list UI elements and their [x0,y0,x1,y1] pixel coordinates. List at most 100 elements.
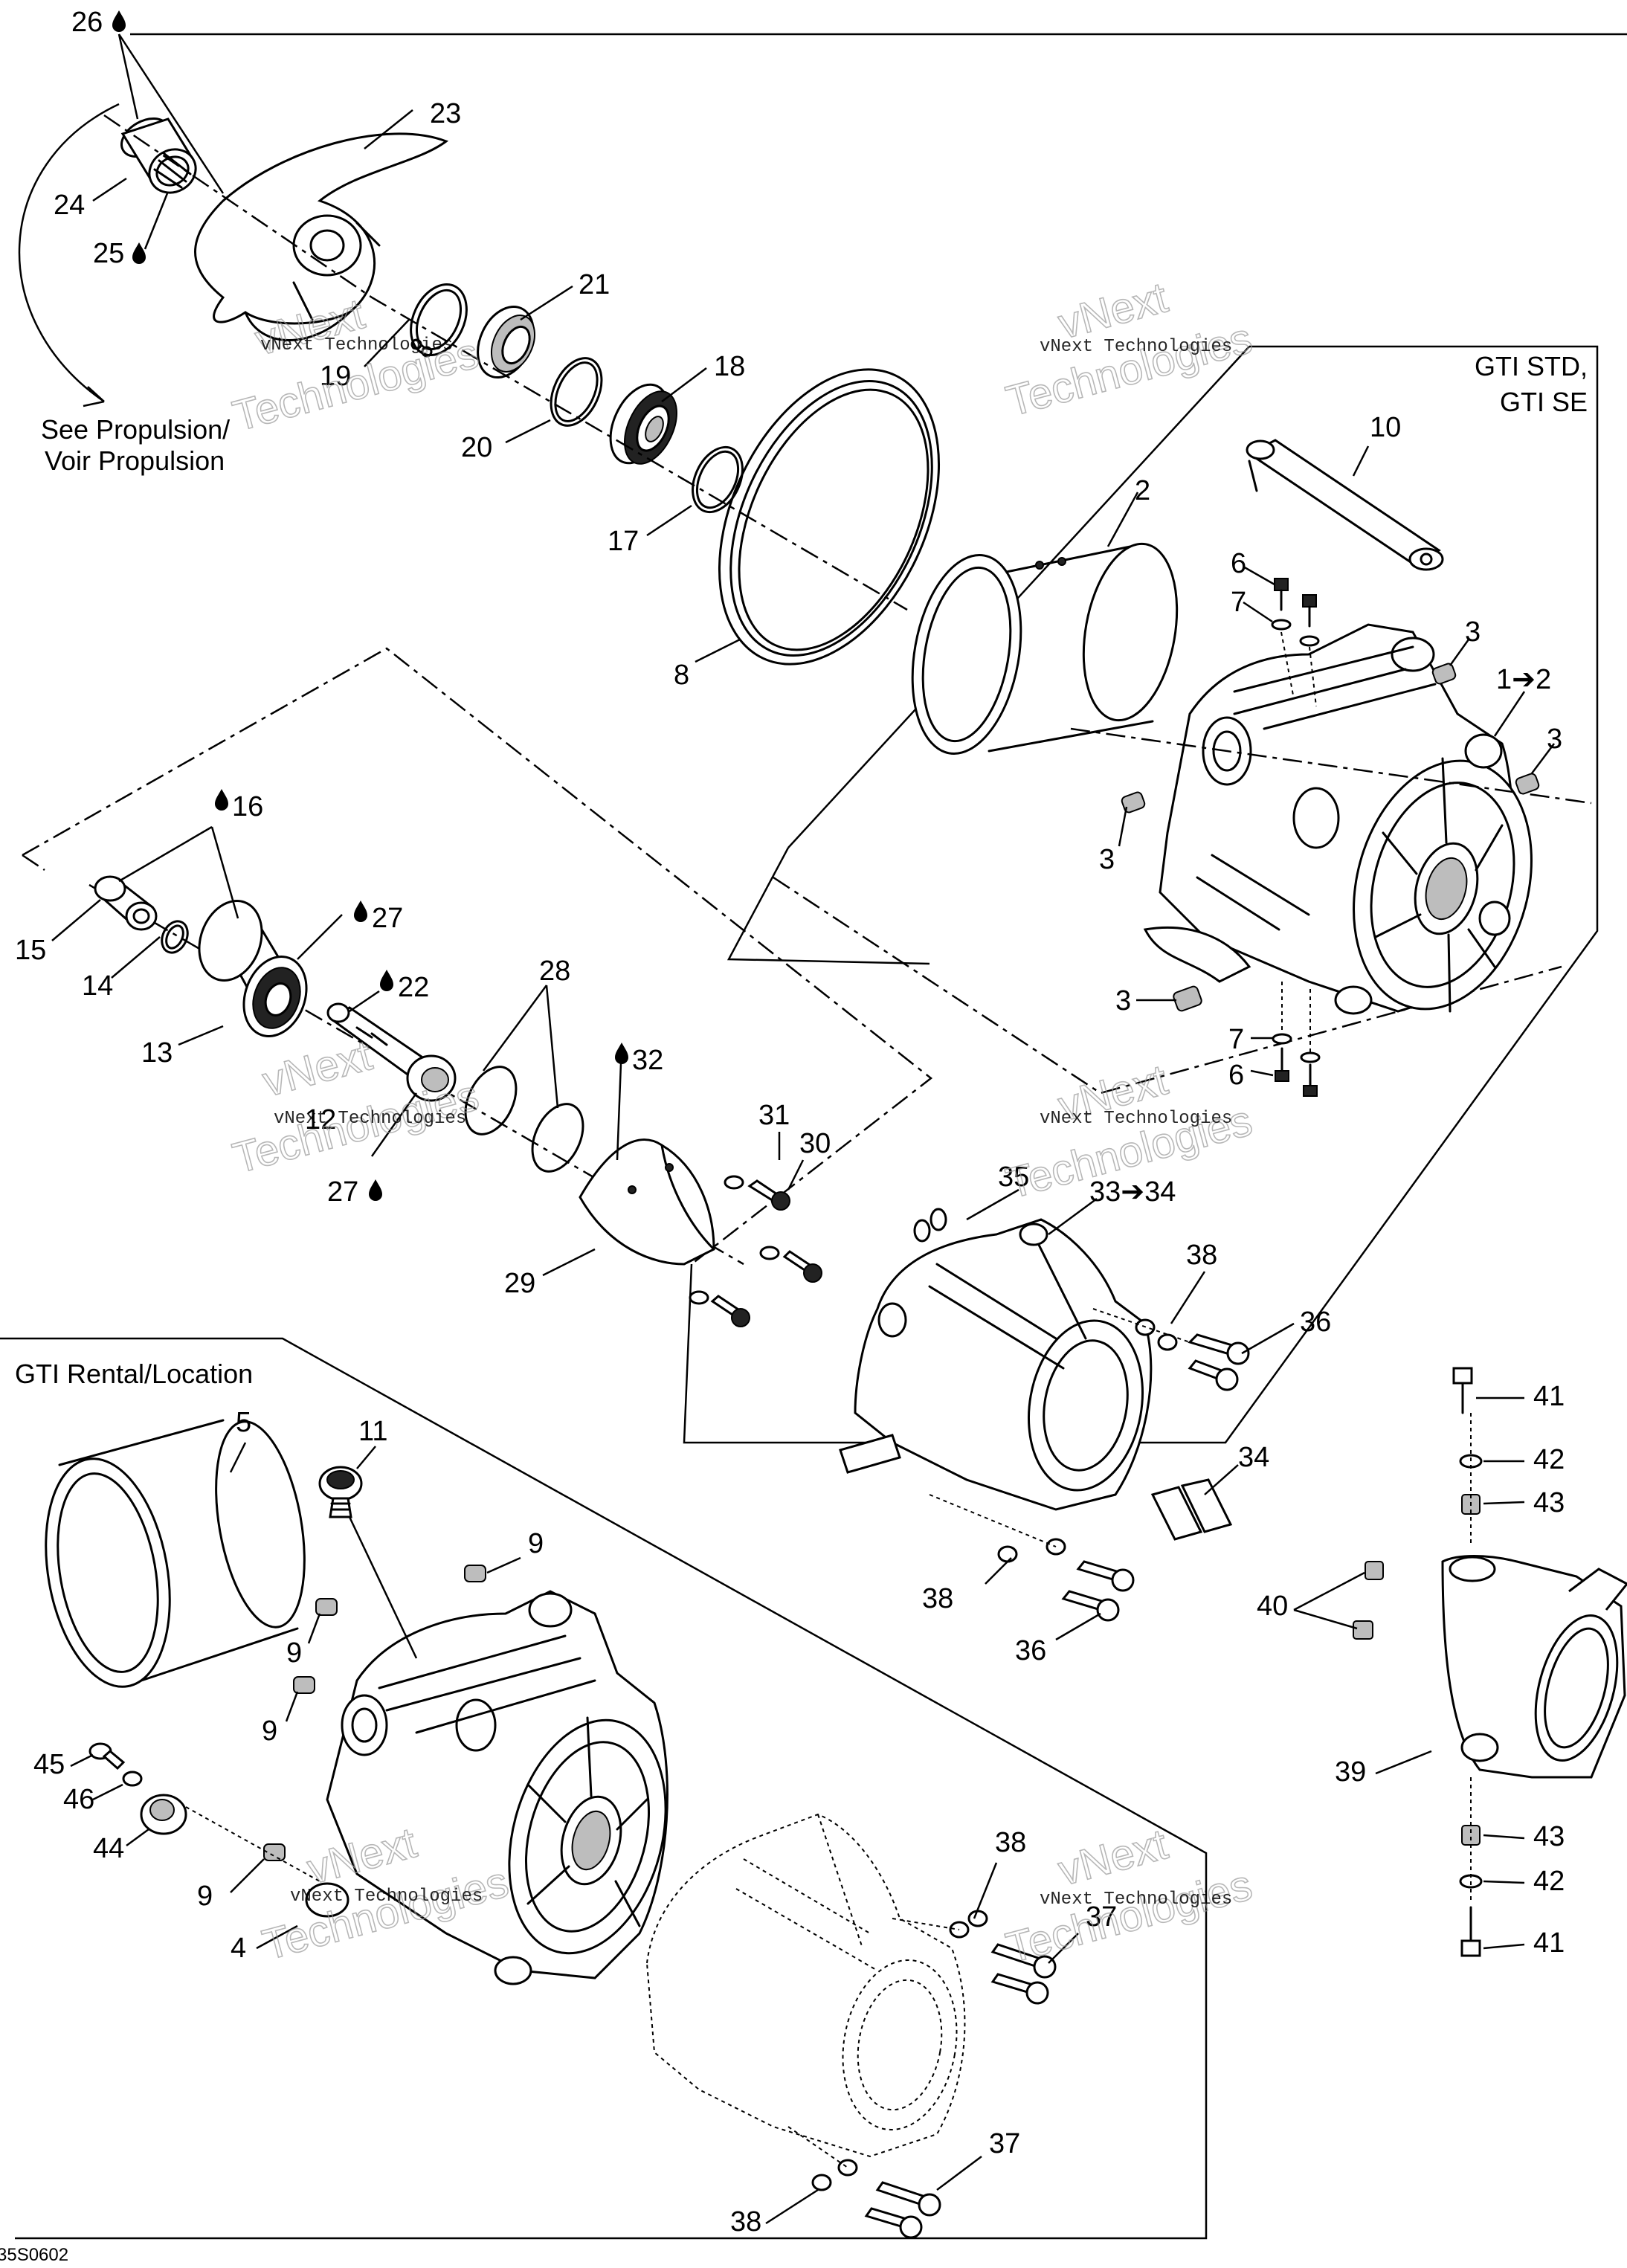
watermark-5: vNext Technologies vNext Technologies [1001,1820,1257,1974]
callout-4: 4 [231,1933,246,1964]
venturi-ear-left [877,1302,907,1338]
callout-9b: 9 [286,1637,302,1669]
callout-38-venturi-bottom: 38 [922,1583,953,1614]
housing-axis-dash [1070,727,1592,805]
seal-21 [477,305,536,379]
callout-22: 22 [398,972,429,1003]
callout-7-top: 7 [1231,587,1246,618]
shaft-12 [326,1002,457,1102]
rental-housing-boss-b [455,1698,497,1752]
wear-ring-large [718,368,941,666]
callout-26: 26 [71,7,103,38]
o-ring-35a [913,1219,931,1243]
bushing-9d [263,1843,286,1861]
venturi-ribs [928,1233,1087,1370]
callout-35: 35 [998,1162,1029,1193]
callout-28: 28 [539,956,570,987]
callout-36-top: 36 [1300,1307,1331,1338]
circlip [410,283,468,358]
pump-dash-corner [22,854,45,872]
venturi-outlet [1027,1319,1144,1492]
callout-44: 44 [93,1833,124,1864]
callout-27-bottom: 27 [327,1176,358,1208]
callout-23: 23 [430,98,461,129]
gti-std-frame [683,345,1599,1444]
callout-5: 5 [236,1407,251,1438]
bushing-40b [1353,1620,1373,1640]
callout-3a: 3 [1465,616,1481,648]
callout-39: 39 [1335,1756,1366,1788]
bolt-41-bottom-head [1460,1939,1481,1957]
housing-body [1143,623,1533,1015]
shaft-group [88,875,822,1327]
callout-3c: 3 [1099,844,1115,875]
impeller-boss [120,117,197,194]
svg-text:vNext Technologies: vNext Technologies [274,1109,466,1129]
o-ring-17-inner [695,450,740,509]
anode-parts [88,1742,320,1882]
nozzle-arm [1568,1568,1627,1611]
callout-34: 34 [1238,1442,1269,1473]
callout-24: 24 [54,190,85,221]
rental-group [45,1419,1057,2239]
bushing-43-bottom [1461,1825,1481,1846]
o-ring-20-inner [554,361,599,422]
screws-bottom [1272,982,1321,1097]
wear-sleeve-5 [45,1419,306,1688]
nozzle-bottom-boss [1460,1733,1499,1762]
rental-housing-lines [378,1634,596,1734]
rental-housing-bore [571,1810,611,1871]
svg-text:vNext Technologies: vNext Technologies [1040,1109,1232,1129]
group-labels: GTI STD, GTI SE GTI Rental/Location See … [15,351,1588,1389]
callout-46: 46 [63,1784,94,1815]
svg-text:vNext: vNext [1054,1820,1173,1895]
callout-9c: 9 [262,1716,277,1747]
o-ring-28a [464,1066,518,1135]
bushing-9a [464,1565,486,1582]
bushing-9b [315,1598,338,1616]
callout-9a: 9 [528,1528,544,1559]
o-ring-28b [531,1103,584,1173]
callout-13: 13 [141,1037,173,1069]
support-bar [1246,439,1444,571]
oil-drop-icon [615,1043,628,1064]
callout-17: 17 [608,526,639,557]
callout-38-rental-top: 38 [995,1827,1026,1858]
callout-36-bottom: 36 [1015,1635,1046,1666]
callout-20: 20 [461,432,492,463]
screws-top [1271,578,1320,707]
diagram-code: 35S0602 [0,2245,68,2265]
oil-drop-icon [354,901,367,922]
see-propulsion-label-1: See Propulsion/ [41,414,230,445]
callout-38-venturi-top: 38 [1186,1240,1217,1271]
bracket-26a [117,33,139,120]
cone-cap [579,1138,715,1266]
callout-42-bottom: 42 [1533,1866,1565,1897]
callout-32: 32 [632,1045,663,1076]
callout-6-bottom: 6 [1228,1060,1244,1091]
leader-lines [51,109,1555,2225]
callout-18: 18 [714,351,745,382]
callout-12: 12 [305,1104,336,1135]
ghost-venturi [645,1813,966,2158]
callout-45: 45 [33,1749,65,1780]
svg-text:vNext Technologies: vNext Technologies [1040,1890,1232,1910]
top-axis-dash [103,114,908,611]
venturi-bolts [929,1308,1250,1622]
bushing-9c [293,1676,315,1694]
oil-drop-icon [380,970,393,991]
callout-43-top: 43 [1533,1487,1565,1518]
gti-std-frame-diag [787,346,1250,848]
bearing-13 [198,900,308,1037]
o-ring-14-inner [165,924,184,950]
callout-3d: 3 [1115,985,1131,1017]
callout-labels: 26 23 24 25 21 19 18 20 17 8 2 10 6 7 3 … [15,7,1565,2238]
callout-15: 15 [15,935,46,966]
plug-to-housing [348,1516,418,1659]
o-ring-20 [550,357,603,427]
watermark-2: vNext Technologies vNext Technologies [1001,273,1257,427]
nozzle-outlet [1534,1614,1619,1762]
callout-8: 8 [674,660,689,691]
callout-43-bottom: 43 [1533,1821,1565,1852]
